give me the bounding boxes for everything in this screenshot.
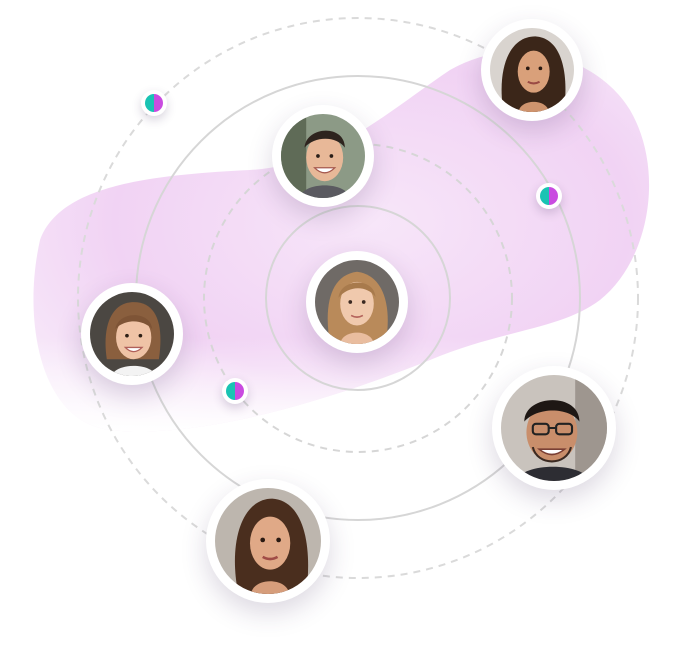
- avatar-top-right-woman: [481, 19, 583, 121]
- avatar-bottom-woman: [206, 479, 330, 603]
- avatar-right-man-glasses: [492, 366, 616, 490]
- orbit-dashed-mid: [203, 143, 513, 453]
- orbit-dot: [536, 183, 562, 209]
- person-avatar-icon: [501, 375, 607, 481]
- person-avatar-icon: [90, 292, 174, 376]
- person-avatar-icon: [215, 488, 321, 594]
- person-avatar-icon: [281, 114, 365, 198]
- orbit-inner: [265, 205, 451, 391]
- orbit-dot: [141, 90, 167, 116]
- avatar-left-woman: [81, 283, 183, 385]
- person-avatar-icon: [490, 28, 574, 112]
- avatar-center-woman: [306, 251, 408, 353]
- avatar-top-man: [272, 105, 374, 207]
- orbit-dot: [222, 378, 248, 404]
- orbit-dashed-outer: [77, 17, 639, 579]
- person-avatar-icon: [315, 260, 399, 344]
